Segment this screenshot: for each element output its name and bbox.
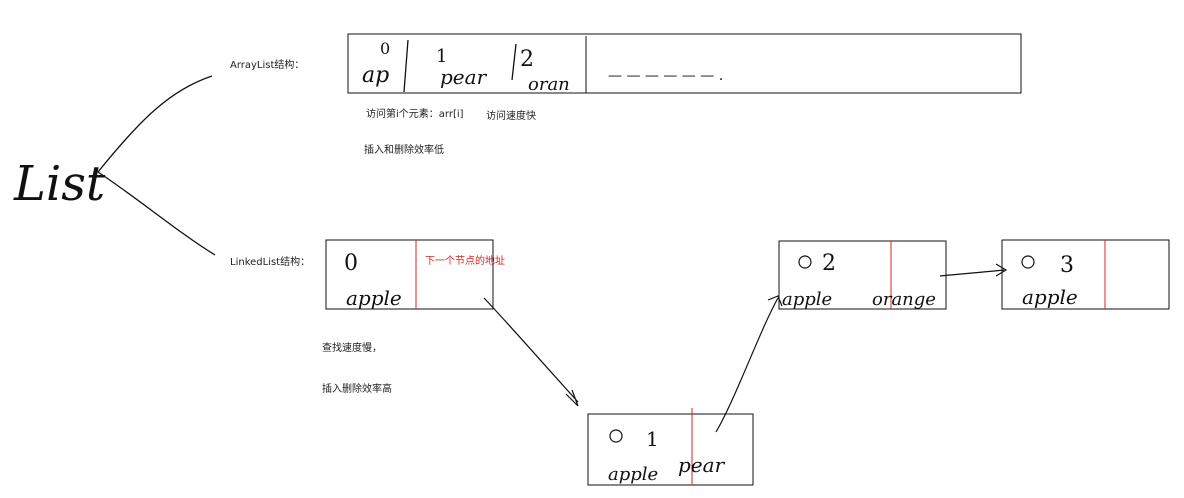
node-3-index: 3 (1060, 253, 1074, 278)
node-1-value: pear (678, 453, 726, 477)
arraylist-box (347, 33, 1022, 94)
linkedlist-note-insert: 插入删除效率高 (322, 382, 392, 395)
arraylist-divider-1 (403, 39, 409, 93)
node-0-value: apple (346, 286, 402, 310)
svg-text:pear: pear (440, 65, 488, 89)
svg-text:1: 1 (436, 46, 447, 67)
svg-text:2: 2 (520, 47, 534, 72)
node-0-index: 0 (344, 251, 358, 276)
node-1-scribble: apple (608, 464, 658, 485)
branch-to-arraylist (97, 75, 213, 173)
next-address-note: 下一个节点的地址 (425, 254, 505, 267)
linked-node-2: 2 apple orange (778, 240, 947, 310)
arraylist-label: ArrayList结构： (230, 58, 304, 71)
arraylist-cell-1: 1 pear (436, 46, 488, 89)
linkedlist-note-find: 查找速度慢， (322, 341, 382, 354)
linkedlist-label: LinkedList结构： (230, 255, 310, 268)
arrow-node2-to-node3 (939, 263, 1008, 277)
node-2-index: 2 (822, 251, 836, 276)
linked-node-0: 0 apple (325, 239, 494, 310)
node-3-value: apple (1022, 285, 1078, 309)
arraylist-cell-0: 0 ap (362, 39, 390, 88)
root-label: List (13, 156, 106, 212)
svg-text:oran: oran (528, 74, 570, 95)
svg-text:0: 0 (380, 39, 390, 58)
branch-to-linkedlist (97, 171, 216, 256)
arrow-node0-to-node1 (483, 297, 579, 407)
arraylist-note-speed: 访问速度快 (486, 109, 536, 122)
arraylist-cell-2: 2 oran (520, 47, 570, 95)
arraylist-note-access: 访问第i个元素：arr[i] (366, 107, 464, 120)
arraylist-ellipsis: — — — — — — . (608, 68, 723, 84)
linked-node-1: 1 pear apple (587, 408, 754, 486)
arrow-node1-to-node2 (715, 295, 783, 433)
linked-node-3: 3 apple (1001, 239, 1170, 310)
arraylist-divider-2 (511, 43, 517, 81)
arraylist-note-insert: 插入和删除效率低 (364, 143, 444, 156)
node-2-scribble: apple (782, 289, 832, 310)
node-1-index: 1 (646, 427, 659, 451)
node-2-value: orange (872, 289, 936, 310)
svg-text:ap: ap (362, 63, 389, 88)
